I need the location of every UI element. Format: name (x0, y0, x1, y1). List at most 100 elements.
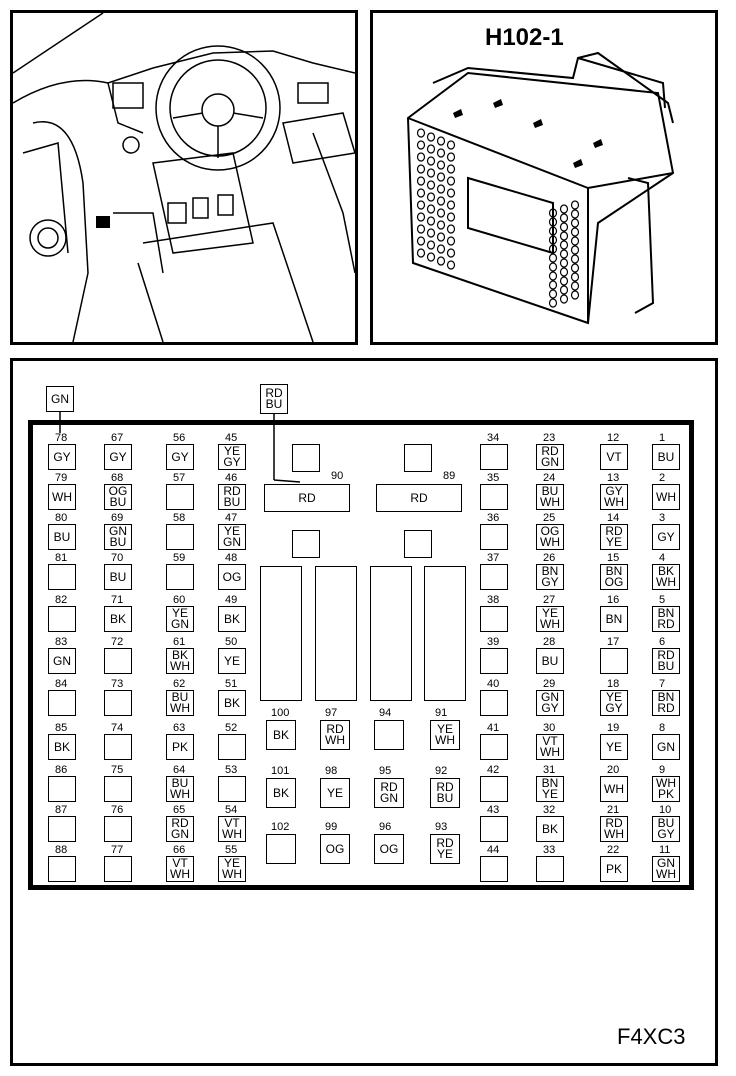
connector-hole (426, 192, 436, 202)
pin-number: 67 (110, 432, 125, 444)
connector-hole (559, 285, 569, 295)
connector-hole (570, 218, 580, 228)
pin-100: BK (266, 720, 296, 750)
pin-53 (218, 776, 246, 802)
connector-hole (570, 227, 580, 237)
connector-hole (559, 267, 569, 277)
pin-number: 4 (658, 552, 667, 564)
pin-52 (218, 734, 246, 760)
connector-hole (559, 240, 569, 250)
connector-hole (559, 294, 569, 304)
pin-number: 86 (54, 764, 69, 776)
connector-hole (548, 271, 558, 281)
pin-48: OG (218, 564, 246, 590)
pin-number: 57 (172, 472, 187, 484)
pin-number: 52 (224, 722, 239, 734)
connector-hole (570, 254, 580, 264)
pin-number: 75 (110, 764, 125, 776)
connector-hole (416, 212, 426, 222)
pin-number: 39 (486, 636, 501, 648)
connector-hole (548, 226, 558, 236)
pin-number: 77 (110, 844, 125, 856)
pin-32: BK (536, 816, 564, 842)
connector-hole (416, 152, 426, 162)
pin-number: 74 (110, 722, 125, 734)
connector-hole (446, 248, 456, 258)
pin-number: 46 (224, 472, 239, 484)
connector-hole (426, 240, 436, 250)
pin-99: OG (320, 834, 350, 864)
pin-59 (166, 564, 194, 590)
connector-hole (436, 208, 446, 218)
pin-number: 11 (658, 844, 672, 856)
pin-76 (104, 816, 132, 842)
connector-hole (446, 224, 456, 234)
connector-hole (548, 289, 558, 299)
connector-hole (416, 236, 426, 246)
connector-hole (426, 156, 436, 166)
pin-number: 78 (54, 432, 69, 444)
pin-number: 71 (110, 594, 125, 606)
pin-70: BU (104, 564, 132, 590)
pin-71: BK (104, 606, 132, 632)
connector-hole (416, 188, 426, 198)
pin-number: 92 (434, 765, 449, 777)
pin-number: 29 (542, 678, 557, 690)
connector-hole (559, 213, 569, 223)
pin-86 (48, 776, 76, 802)
pin-44 (480, 856, 508, 882)
pin-number: 53 (224, 764, 239, 776)
pin-number: 19 (606, 722, 621, 734)
pin-number: 22 (606, 844, 621, 856)
pin-85: BK (48, 734, 76, 760)
pin-12: VT (600, 444, 628, 470)
pin-number: 42 (486, 764, 501, 776)
connector-hole (559, 258, 569, 268)
pin-number: 16 (606, 594, 621, 606)
pin-number: 81 (54, 552, 69, 564)
pin-16: BN (600, 606, 628, 632)
pin-40 (480, 690, 508, 716)
pin-39 (480, 648, 508, 674)
vehicle-interior-drawing (13, 13, 355, 342)
connector-hole (548, 244, 558, 254)
pin-number: 21 (606, 804, 621, 816)
pin-57 (166, 484, 194, 510)
connector-hole (548, 235, 558, 245)
connector-hole (436, 184, 446, 194)
connector-drawing (406, 51, 675, 325)
pin-51: BK (218, 690, 246, 716)
connector-hole (570, 263, 580, 273)
connector-hole (436, 160, 446, 170)
pin-8: GN (652, 734, 680, 760)
pin-number: 90 (330, 470, 345, 482)
pin-number: 17 (606, 636, 621, 648)
pin-number: 9 (658, 764, 667, 776)
connector-hole (559, 276, 569, 286)
connector-hole (416, 164, 426, 174)
connector-hole (426, 144, 436, 154)
pin-63: PK (166, 734, 194, 760)
pin-number: 43 (486, 804, 501, 816)
pin-80: BU (48, 524, 76, 550)
pin-number: 55 (224, 844, 239, 856)
pin-number: 87 (54, 804, 69, 816)
relay-socket (292, 530, 320, 558)
connector-hole (559, 222, 569, 232)
pin-number: 48 (224, 552, 239, 564)
pin-number: 79 (54, 472, 69, 484)
connector-hole (436, 232, 446, 242)
pin-number: 94 (378, 707, 393, 719)
connector-hole (426, 252, 436, 262)
